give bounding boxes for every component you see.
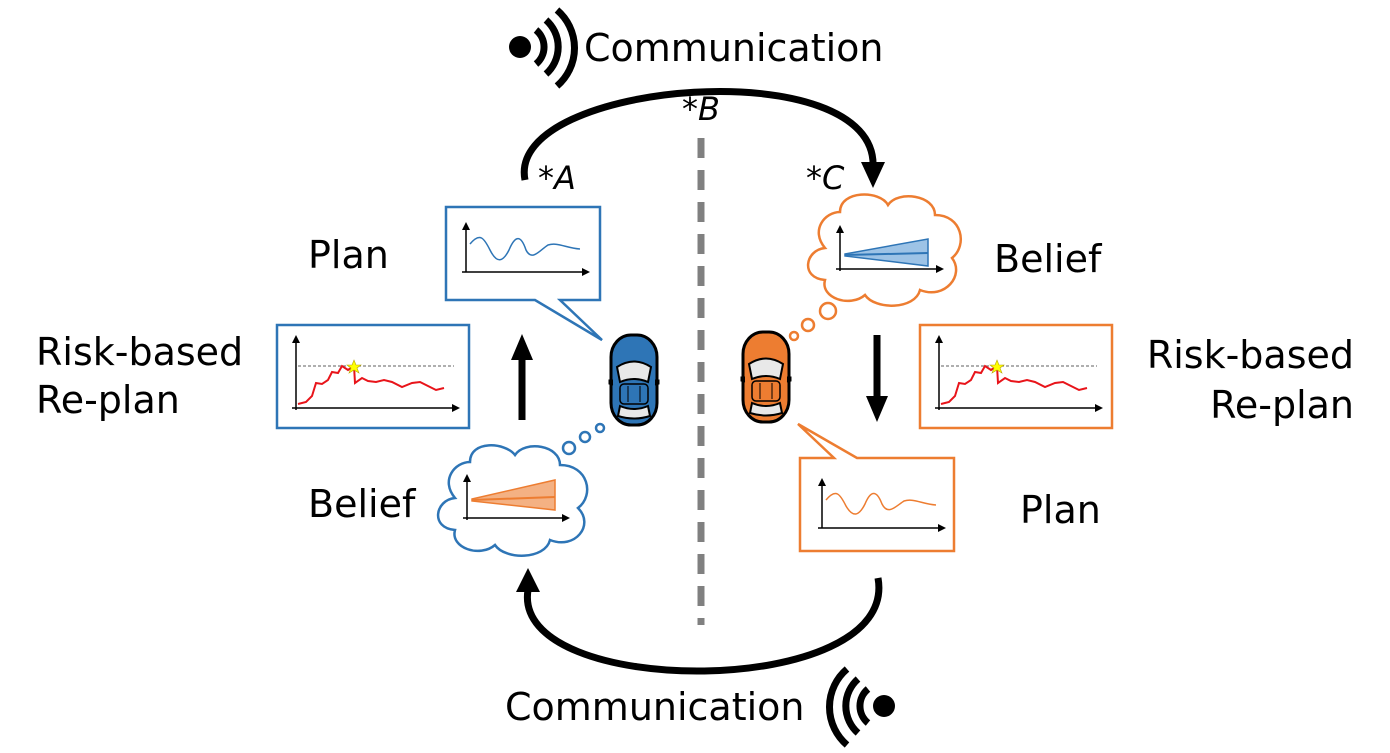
marker-b-letter: B xyxy=(698,90,720,128)
marker-a: *A xyxy=(538,162,576,194)
marker-b-star: * xyxy=(682,90,698,128)
risk-star-right xyxy=(989,359,1005,374)
wireless-signal-icon xyxy=(509,7,578,89)
communication-label-bottom: Communication xyxy=(505,685,805,729)
replan-label-left-line2: Re-plan xyxy=(36,378,180,422)
replan-label-right-line2: Re-plan xyxy=(1210,383,1354,427)
marker-b: *B xyxy=(682,93,720,125)
arrow-up-left xyxy=(511,334,533,420)
marker-c-letter: C xyxy=(822,159,845,197)
communication-arc-bottom xyxy=(524,577,883,675)
belief-label-right: Belief xyxy=(994,237,1102,281)
plan-curve-right xyxy=(825,492,937,515)
replan-label-right-line1: Risk-based xyxy=(1146,333,1354,377)
car-top-view-icon xyxy=(740,330,792,424)
risk-curve-right xyxy=(940,364,1088,405)
marker-a-letter: A xyxy=(554,159,576,197)
plan-callout-right xyxy=(797,422,956,553)
replan-panel-left xyxy=(275,323,471,430)
arrow-down-right xyxy=(866,335,888,422)
belief-band-right xyxy=(844,238,929,267)
communication-arc-top xyxy=(520,88,877,181)
belief-cloud-right xyxy=(788,193,962,342)
risk-curve-left xyxy=(297,364,445,405)
belief-band-left xyxy=(471,479,556,511)
arrowhead-top-right xyxy=(861,162,885,188)
car-top-view-icon xyxy=(608,333,660,427)
marker-c: *C xyxy=(806,162,844,194)
plan-callout-left xyxy=(444,205,603,342)
wireless-signal-icon xyxy=(826,666,895,748)
replan-label-left-line1: Risk-based xyxy=(36,330,244,374)
belief-label-left: Belief xyxy=(308,482,416,526)
plan-label-left: Plan xyxy=(308,233,389,277)
communication-label-top: Communication xyxy=(584,26,884,70)
belief-cloud-left xyxy=(436,422,606,557)
risk-star-left xyxy=(346,359,362,374)
arrowhead-bottom-left xyxy=(516,568,540,592)
plan-label-right: Plan xyxy=(1020,488,1101,532)
marker-a-star: * xyxy=(538,159,554,197)
replan-panel-right xyxy=(918,323,1114,430)
plan-curve-left xyxy=(469,236,581,261)
marker-c-star: * xyxy=(806,159,822,197)
